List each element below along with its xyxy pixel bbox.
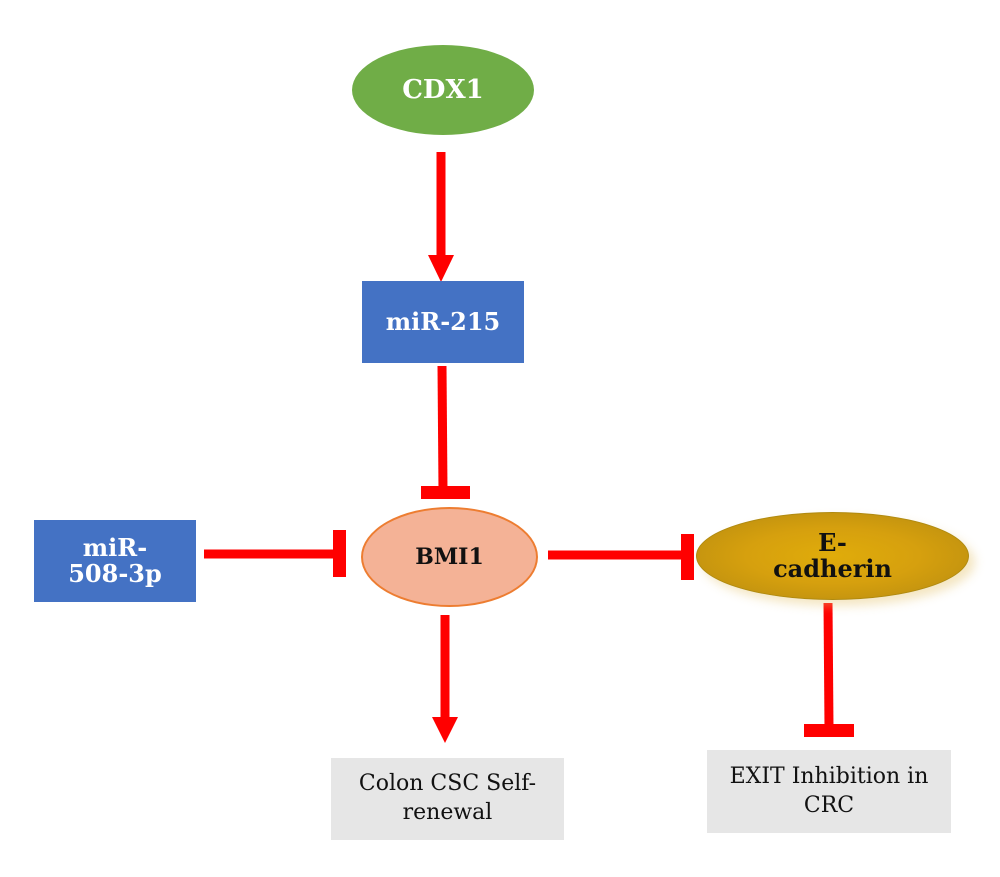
arrowhead-icon <box>428 255 454 282</box>
edge-bmi1-to-ecadherin <box>548 534 694 580</box>
node-colon-csc-self-renewal: Colon CSC Self- renewal <box>331 758 564 840</box>
node-bmi1-label: BMI1 <box>415 543 484 570</box>
node-mir-508-3p-label-line2: 508-3p <box>68 559 162 588</box>
arrowhead-icon <box>432 717 458 743</box>
node-mir-215: miR-215 <box>362 281 524 363</box>
node-exit-inhibition-in-crc: EXIT Inhibition in CRC <box>707 750 951 833</box>
node-exit-inhibition-label-line1: EXIT Inhibition in <box>729 763 929 789</box>
node-colon-csc-label-line1: Colon CSC Self- <box>358 771 537 797</box>
edge-mir508-to-bmi1 <box>204 530 346 577</box>
node-e-cadherin-label-line1: E- <box>818 527 847 557</box>
node-mir-508-3p: miR- 508-3p <box>34 520 196 602</box>
edge-bmi1-to-colon-csc <box>432 615 458 743</box>
node-mir-508-3p-label-line1: miR- <box>82 532 148 562</box>
edge-line <box>823 602 834 729</box>
edge-ecadherin-to-exit <box>804 602 854 737</box>
node-colon-csc-label-line2: renewal <box>402 800 493 825</box>
edge-mir215-to-bmi1 <box>421 365 470 499</box>
node-cdx1: CDX1 <box>352 45 534 135</box>
node-mir-215-label: miR-215 <box>385 306 501 336</box>
inhibition-bar-icon <box>333 530 346 577</box>
edge-line <box>437 365 448 491</box>
node-bmi1: BMI1 <box>361 507 538 607</box>
node-e-cadherin-label-line2: cadherin <box>773 554 892 583</box>
inhibition-bar-icon <box>681 534 694 580</box>
node-e-cadherin: E- cadherin <box>696 512 969 600</box>
edge-cdx1-to-mir215 <box>428 152 454 282</box>
node-cdx1-label: CDX1 <box>402 74 484 105</box>
inhibition-bar-icon <box>804 724 854 737</box>
node-exit-inhibition-label-line2: CRC <box>803 792 855 818</box>
inhibition-bar-icon <box>421 486 470 499</box>
